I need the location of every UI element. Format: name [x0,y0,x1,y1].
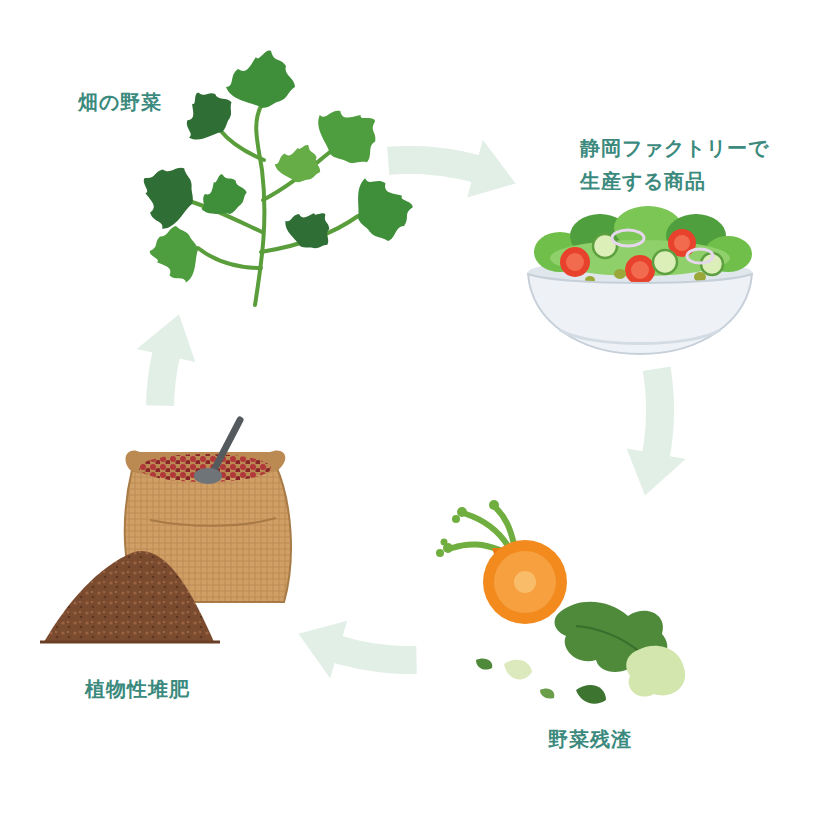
illustration-part [614,269,626,279]
cycle-stage: 野菜残渣 [425,505,670,760]
illustration-part [198,248,261,268]
illustration-part [476,658,492,669]
illustration-part [514,571,536,593]
cycle-stage: 畑の野菜 [70,80,380,305]
cycle-arrow [137,314,196,405]
illustration-part [170,80,242,151]
illustration-part [560,330,720,344]
arrow-shaft [337,649,416,660]
illustration-part [576,685,606,704]
arrow-shaft [160,354,166,405]
stage-label: 野菜残渣 [548,723,632,756]
illustration-part [194,468,222,484]
cycle-arrow [298,621,416,679]
illustration-part [226,51,295,108]
illustration-part [674,235,690,251]
illustration-part [504,660,532,680]
illustration-part [560,247,590,277]
arrow-shaft [388,160,476,169]
stage-label: 畑の野菜 [78,86,162,119]
illustration-part [566,253,584,271]
arrow-head [627,448,686,495]
arrow-head [137,314,196,362]
illustration-part [483,540,567,624]
illustration-part [305,90,391,176]
illustration-part [540,688,554,698]
arrow-head [467,140,515,198]
illustration-part [452,515,460,523]
illustration-part [496,508,514,544]
cycle-stage: 植物性堆肥 [40,415,290,710]
illustration-part [40,641,220,644]
stage-label: 静岡ファクトリーで 生産する商品 [580,132,806,198]
illustration-part [626,646,685,697]
illustration-part [687,249,713,263]
illustration-part [457,507,467,517]
illustration-part [436,500,499,557]
illustration-part [255,104,264,305]
illustration-part [214,420,240,470]
cycle-arrow [388,140,515,198]
illustration-part [631,261,649,279]
illustration-part [44,551,214,642]
illustration-part [441,539,448,546]
illustration-part [278,199,340,258]
arrow-shaft [656,369,660,455]
illustration-part [193,168,252,222]
illustration-part [452,508,514,550]
illustration-part [494,551,556,613]
stage-label: 植物性堆肥 [85,673,190,706]
illustration-part [612,230,644,246]
illustration-part [489,500,499,510]
illustration-part [625,255,655,285]
illustration-part [528,274,752,354]
compost-illustration [40,420,291,642]
illustration-part [220,130,264,160]
illustration-part [653,250,677,274]
cycle-arrow [627,369,686,496]
salad-illustration [528,206,752,354]
illustration-part [146,223,203,288]
illustration-part [346,166,421,248]
illustration-part [150,518,276,526]
vegetable-scraps-illustration [436,500,685,704]
illustration-part [576,626,640,652]
cycle-stage: 静岡ファクトリーで 生産する商品 [525,130,810,360]
arrow-head [298,621,347,679]
parsley-illustration [130,51,421,305]
illustration-part [130,157,202,236]
illustration-part [436,549,444,557]
illustration-part [272,140,324,186]
